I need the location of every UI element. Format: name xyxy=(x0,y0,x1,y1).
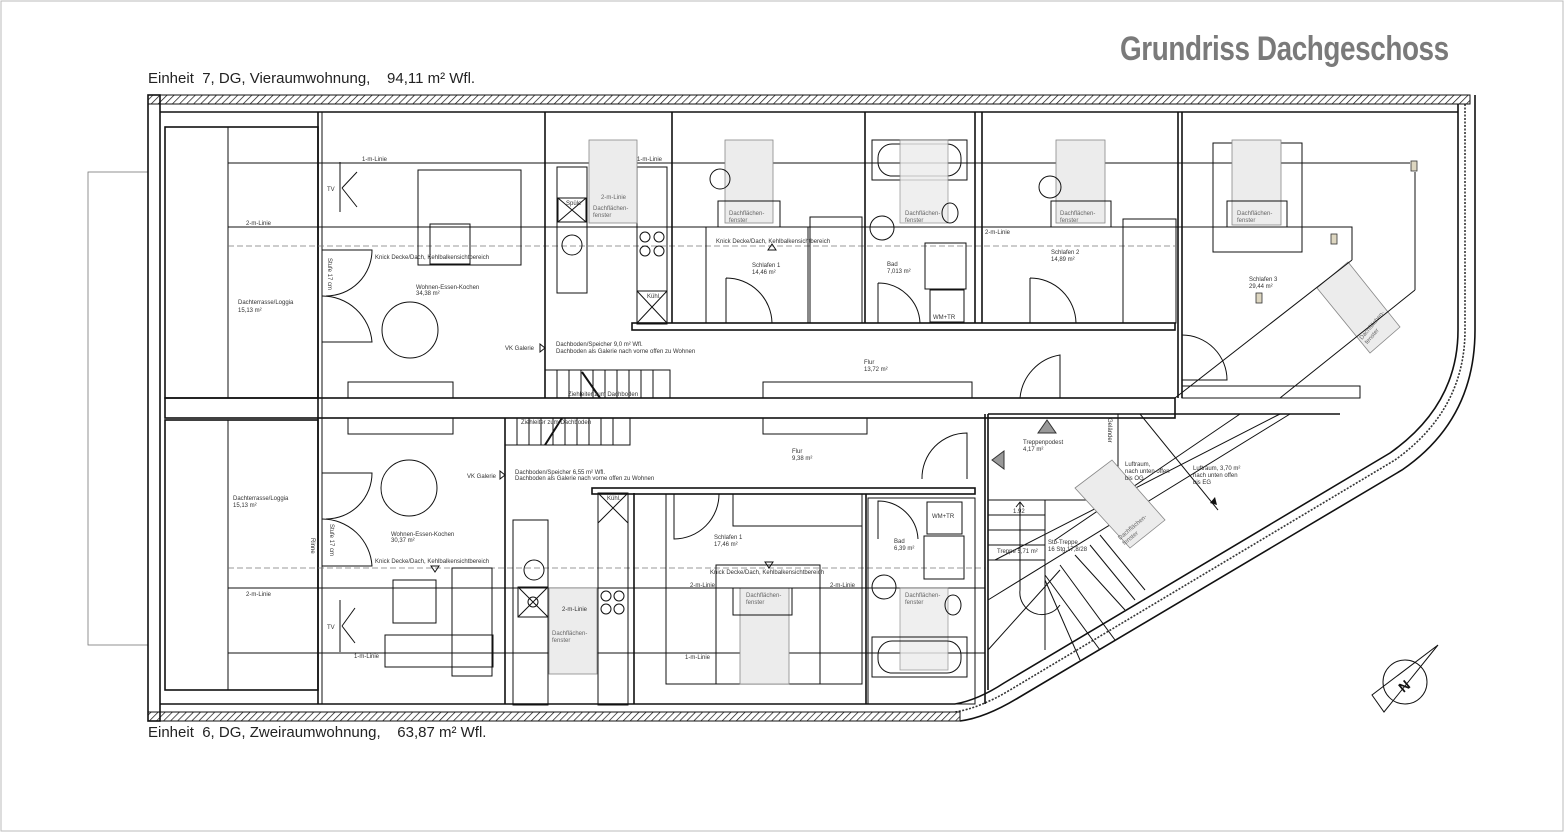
unit-7-caption: Einheit 7, DG, Vieraumwohnung, 94,11 m² … xyxy=(148,70,476,87)
room-label: Schlafen 3 xyxy=(1249,277,1278,283)
ladder-label: Zieh­leiter zum Dachboden xyxy=(521,420,591,426)
roof-window-label: Dachflächen-fenster xyxy=(552,631,587,644)
room-area: 17,46 m² xyxy=(714,542,738,548)
bedroom-1-upper: Dachflächen-fenster Knick Decke/Dach, Ke… xyxy=(631,112,1176,331)
living-lower: Stufe 17 cm Rinne Wohnen-Essen-Kochen 30… xyxy=(309,417,506,704)
line-label: 2-m-Linie xyxy=(690,583,716,589)
line-label: 2-m-Linie xyxy=(246,221,272,227)
room-area: 4,17 m² xyxy=(1023,447,1043,453)
roof-window-label: Dachflächen-fenster xyxy=(905,211,940,224)
unit-6-caption: Einheit 6, DG, Zweiraumwohnung, 63,87 m²… xyxy=(148,724,487,741)
line-label: 1-m-Linie xyxy=(637,157,663,163)
attic-label: Dachboden/Speicher 6,55 m² Wfl. xyxy=(515,470,605,476)
room-label: Schlafen 1 xyxy=(752,263,781,269)
room-label: Dachterrasse/Loggia xyxy=(238,300,294,306)
line-label: 2-m-Linie xyxy=(985,230,1011,236)
kitchen-lower: Kühl. 2-m-Linie Dachflächen-fenster xyxy=(512,487,976,706)
knick-label: Knick Decke/Dach, Kehlbalkensichtbereich xyxy=(375,255,489,261)
bathroom-lower: WM+TR Bad 6,39 m² Dachflächen-fenster xyxy=(867,414,986,705)
bedroom-1-lower: Schlafen 1 17,46 m² Dachflächen-fenster … xyxy=(665,493,867,704)
bedroom-3-upper: Dachflächen-fenster Dachflächen-fenster … xyxy=(1174,139,1418,399)
tv-label: TV xyxy=(327,187,335,193)
line-label: 2-m-Linie xyxy=(601,195,627,201)
room-label: Treppenpodest xyxy=(1023,440,1063,446)
room-area: 14,46 m² xyxy=(752,270,776,276)
living-upper: TV Stufe 17 cm Knick Decke/Dach, Kehlbal… xyxy=(321,112,546,399)
stair-label: Treppe 5,71 m² xyxy=(997,549,1038,555)
hall-upper: Dachboden/Speicher 9,0 m² Wfl. Dachboden… xyxy=(544,342,1061,399)
railing-label: Geländer xyxy=(1106,418,1112,443)
stair-number: 1.92 xyxy=(1013,509,1025,515)
roof-window-label: Dachflächen-fenster xyxy=(1060,211,1095,224)
room-area: 13,72 m² xyxy=(864,367,888,373)
kitchen-upper: Spüle Kühl. 2-m-Linie Dachflächen-fenste… xyxy=(556,112,673,325)
roof-window-label: Dachflächen-fenster xyxy=(905,593,940,606)
room-area: 6,39 m² xyxy=(894,546,914,552)
stair-spec-label: Stb-Treppe xyxy=(1048,540,1078,546)
hall-lower: Zieh­leiter zum Dachboden Dachboden/Spei… xyxy=(504,417,968,482)
bathroom-upper: Dachflächen-fenster WM+TR Bad 7,013 m² xyxy=(869,112,983,324)
balcony-outline xyxy=(87,171,149,646)
room-area: 15,13 m² xyxy=(233,503,257,509)
sink-label: Spüle xyxy=(566,201,582,207)
height-lines: 1-m-Linie 1-m-Linie 2-m-Linie 2-m-Linie … xyxy=(228,157,1410,661)
roof-window-label: Dachflächen-fenster xyxy=(729,211,764,224)
stair-area: Treppenpodest 4,17 m² Geländer Dachfläch… xyxy=(987,413,1340,690)
line-label: 1-m-Linie xyxy=(354,654,380,660)
party-wall xyxy=(164,397,1176,419)
north-arrow-icon: N xyxy=(1371,644,1439,713)
plan-title: Grundriss Dachgeschoss xyxy=(1120,30,1449,68)
room-label: Flur xyxy=(792,449,802,455)
roof-window-label: Dachflächen-fenster xyxy=(746,593,781,606)
room-area: 9,38 m² xyxy=(792,456,812,462)
knick-label: Knick Decke/Dach, Kehlbalkensichtbereich xyxy=(710,570,824,576)
fridge-label: Kühl. xyxy=(647,294,661,300)
attic-label: Dachboden als Galerie nach vorne offen z… xyxy=(556,349,695,355)
ladder-label: Zieh­leiter zum Dachboden xyxy=(568,392,638,398)
room-area: 29,44 m² xyxy=(1249,284,1273,290)
line-label: 2-m-Linie xyxy=(830,583,856,589)
gallery-label: VK Galerie xyxy=(505,346,535,352)
room-label: Wohnen-Essen-Kochen xyxy=(416,285,479,291)
step-label: Stufe 17 cm xyxy=(328,524,334,556)
knick-label: Knick Decke/Dach, Kehlbalkensichtbereich xyxy=(716,239,830,245)
wm-tr-label: WM+TR xyxy=(932,514,955,520)
room-area: 7,013 m² xyxy=(887,269,911,275)
fridge-label: Kühl. xyxy=(607,496,621,502)
loggia-lower: Dachterrasse/Loggia 15,13 m² xyxy=(164,419,319,691)
outer-walls xyxy=(147,94,1476,722)
room-label: Schlafen 2 xyxy=(1051,250,1080,256)
attic-label: Dachboden/Speicher 9,0 m² Wfl. xyxy=(556,342,643,348)
tv-label: TV xyxy=(327,625,335,631)
line-label: 2-m-Linie xyxy=(246,592,272,598)
room-label: Bad xyxy=(887,262,898,268)
gallery-label: VK Galerie xyxy=(467,474,497,480)
wm-tr-label: WM+TR xyxy=(933,315,956,321)
roof-window-label: Dachflächen-fenster xyxy=(593,206,628,219)
line-label: 1-m-Linie xyxy=(362,157,388,163)
room-label: Wohnen-Essen-Kochen xyxy=(391,532,454,538)
stair-spec-label: 16 Stg.17,8/28 xyxy=(1048,547,1088,553)
line-label: 2-m-Linie xyxy=(562,607,588,613)
roof-window-label: Dachflächen-fenster xyxy=(1237,211,1272,224)
room-label: Flur xyxy=(864,360,874,366)
line-label: 1-m-Linie xyxy=(685,655,711,661)
gutter-label: Rinne xyxy=(309,538,315,554)
loggia-upper: Dachterrasse/Loggia 15,13 m² xyxy=(164,126,319,399)
step-label: Stufe 17 cm xyxy=(326,258,332,290)
knick-label: Knick Decke/Dach, Kehlbalkensichtbereich xyxy=(375,559,489,565)
room-area: 15,13 m² xyxy=(238,308,262,314)
room-area: 34,38 m² xyxy=(416,291,440,297)
room-area: 14,89 m² xyxy=(1051,257,1075,263)
room-label: Dachterrasse/Loggia xyxy=(233,496,289,502)
room-area: 30,37 m² xyxy=(391,538,415,544)
attic-label: Dachboden als Galerie nach vorne offen z… xyxy=(515,476,654,482)
room-label: Schlafen 1 xyxy=(714,535,743,541)
room-label: Bad xyxy=(894,539,905,545)
bedroom-2-upper: Dachflächen-fenster Schlafen 2 14,89 m² xyxy=(1029,112,1183,398)
